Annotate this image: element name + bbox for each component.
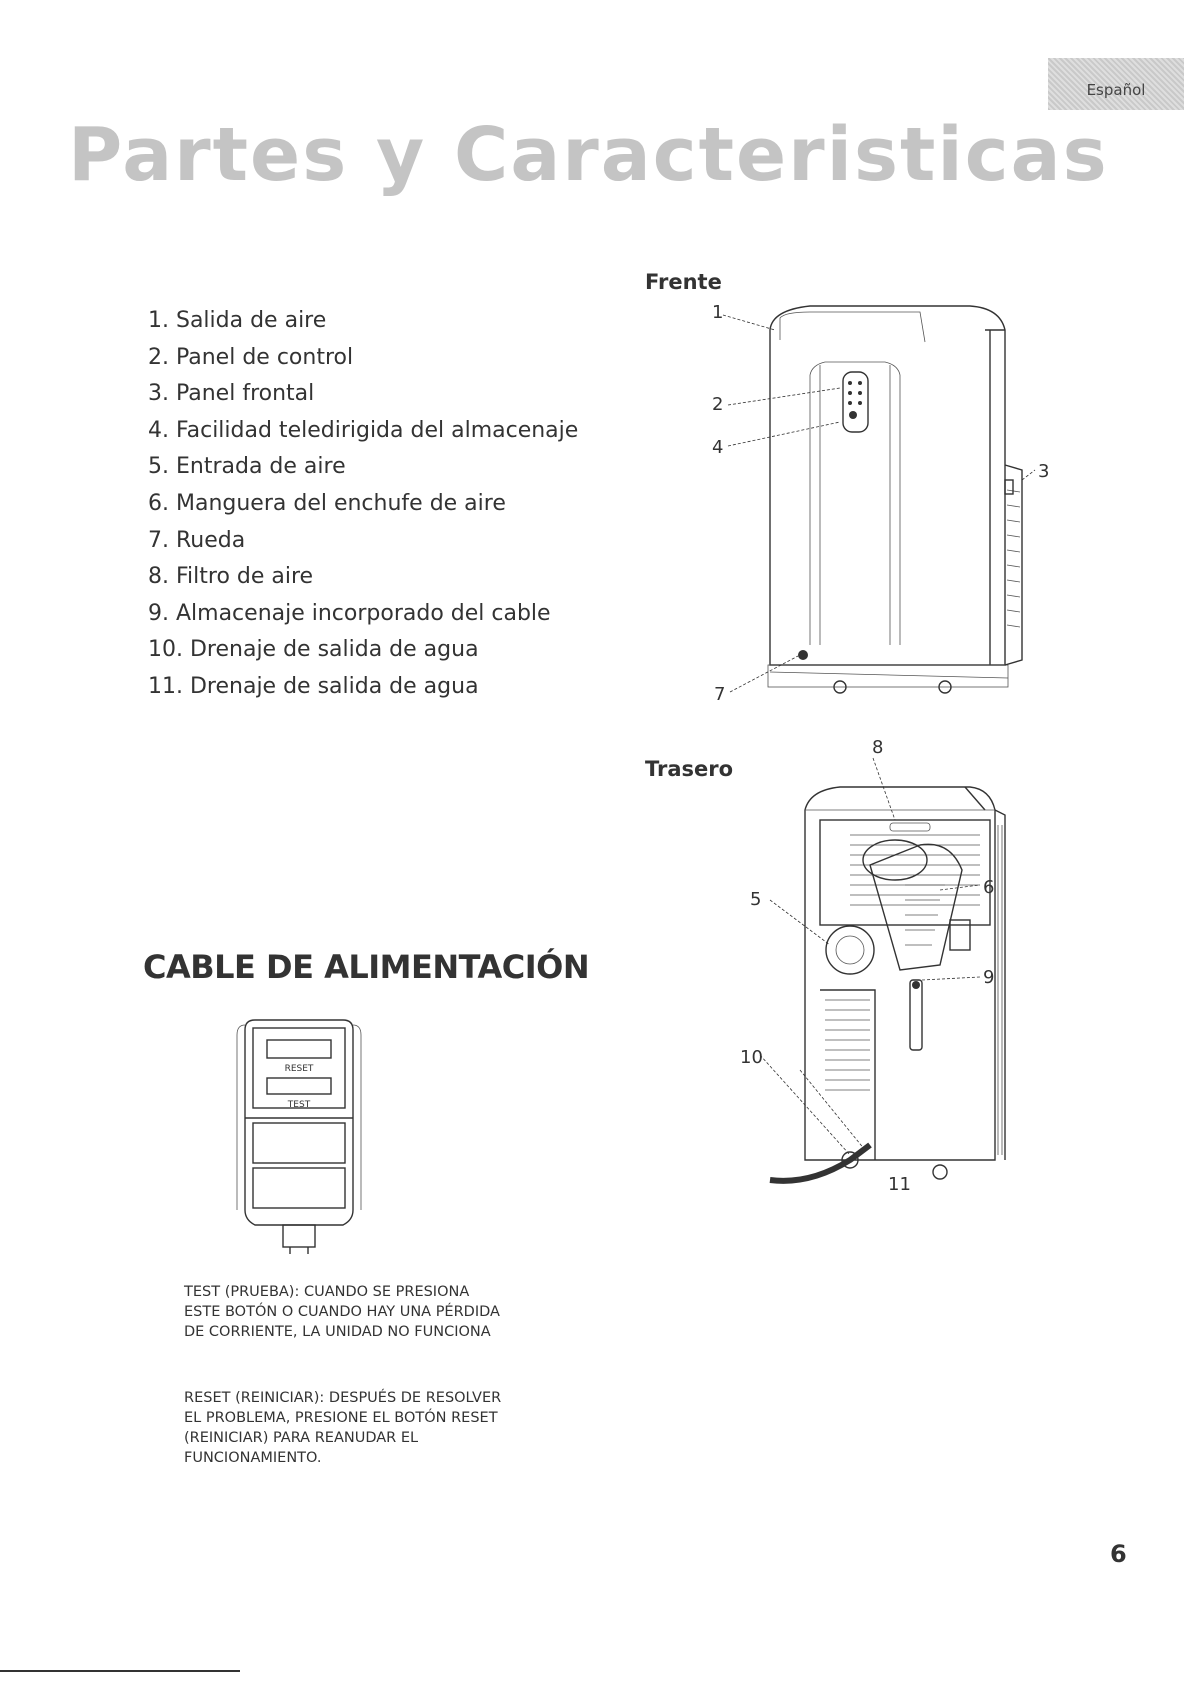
- front-view-illustration: 1 2 4 3 7: [712, 302, 1049, 705]
- parts-list: 1. Salida de aire 2. Panel de control 3.…: [148, 303, 578, 706]
- callout-7: 7: [714, 684, 725, 705]
- list-item: 8. Filtro de aire: [148, 564, 314, 590]
- reset-caption: RESET (REINICIAR): DESPUÉS DE RESOLVER E…: [184, 1390, 502, 1466]
- list-item: 2. Panel de control: [148, 344, 354, 370]
- power-plug-illustration: RESET TEST: [236, 1019, 362, 1254]
- callout-4: 4: [712, 437, 723, 458]
- rear-view-label: Trasero: [645, 757, 734, 781]
- power-cord-title: CABLE DE ALIMENTACIÓN: [143, 948, 590, 986]
- callout-10: 10: [740, 1047, 763, 1068]
- rear-view-illustration: 8 5 6 9 10 11: [740, 737, 1006, 1195]
- list-item: 1. Salida de aire: [148, 308, 327, 333]
- test-label: TEST: [287, 1100, 311, 1110]
- callout-2: 2: [712, 394, 723, 415]
- list-item: 7. Rueda: [148, 527, 246, 553]
- list-item: 11. Drenaje de salida de agua: [148, 673, 479, 699]
- list-item: 10. Drenaje de salida de agua: [148, 637, 479, 663]
- callout-9: 9: [983, 967, 994, 988]
- callout-1: 1: [712, 302, 723, 323]
- callout-3: 3: [1038, 461, 1049, 482]
- language-tab: Español: [1048, 58, 1184, 110]
- page-title: Partes y Caracteristicas: [68, 112, 1109, 198]
- list-item: 3. Panel frontal: [148, 381, 315, 407]
- reset-label: RESET: [285, 1064, 314, 1074]
- bottom-rule: [0, 1670, 240, 1672]
- list-item: 6. Manguera del enchufe de aire: [148, 490, 506, 516]
- page-number: 6: [1110, 1540, 1127, 1568]
- callout-11: 11: [888, 1174, 911, 1195]
- language-tab-label: Español: [1086, 81, 1146, 99]
- front-view-label: Frente: [645, 270, 722, 294]
- list-item: 9. Almacenaje incorporado del cable: [148, 600, 551, 626]
- callout-5: 5: [750, 889, 761, 910]
- list-item: 4. Facilidad teledirigida del almacenaje: [148, 417, 579, 443]
- callout-8: 8: [872, 737, 883, 758]
- test-caption: TEST (PRUEBA): CUANDO SE PRESIONA ESTE B…: [184, 1284, 500, 1340]
- callout-6: 6: [983, 877, 994, 898]
- list-item: 5. Entrada de aire: [148, 454, 346, 480]
